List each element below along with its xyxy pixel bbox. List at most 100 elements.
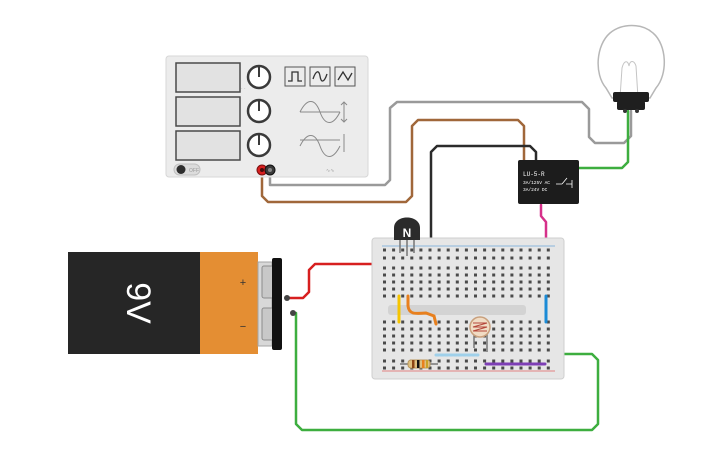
breadboard-hole[interactable] [510,287,514,291]
breadboard-hole[interactable] [510,341,514,345]
breadboard-hole[interactable] [428,248,432,252]
breadboard-hole[interactable] [492,273,496,277]
breadboard-hole[interactable] [446,266,450,270]
breadboard-hole[interactable] [383,248,386,252]
breadboard-hole[interactable] [501,280,505,284]
breadboard-hole[interactable] [464,280,468,284]
breadboard-hole[interactable] [446,248,450,252]
breadboard-hole[interactable] [528,327,532,331]
breadboard-hole[interactable] [455,280,459,284]
breadboard-hole[interactable] [464,359,468,363]
breadboard-hole[interactable] [392,359,396,363]
breadboard-hole[interactable] [401,294,405,298]
breadboard-hole[interactable] [483,294,487,298]
breadboard-hole[interactable] [501,327,505,331]
breadboard-hole[interactable] [510,273,514,277]
breadboard-hole[interactable] [428,273,432,277]
battery-9v[interactable]: + − 9V [68,252,296,354]
breadboard-hole[interactable] [546,348,550,352]
breadboard-hole[interactable] [419,248,423,252]
breadboard-hole[interactable] [492,294,496,298]
breadboard-hole[interactable] [537,348,541,352]
breadboard-hole[interactable] [383,256,386,260]
breadboard-hole[interactable] [410,341,414,345]
breadboard-hole[interactable] [474,341,477,345]
breadboard-hole[interactable] [392,273,396,277]
breadboard-hole[interactable] [455,273,459,277]
breadboard-hole[interactable] [519,327,523,331]
breadboard-hole[interactable] [383,334,386,338]
breadboard-hole[interactable] [528,320,532,324]
breadboard-hole[interactable] [510,359,514,363]
breadboard-hole[interactable] [437,366,441,370]
breadboard-hole[interactable] [419,294,423,298]
breadboard-hole[interactable] [428,266,432,270]
breadboard-hole[interactable] [537,294,541,298]
breadboard-hole[interactable] [519,320,523,324]
breadboard-hole[interactable] [419,280,423,284]
breadboard-hole[interactable] [510,256,514,260]
breadboard-hole[interactable] [401,287,405,291]
breadboard-hole[interactable] [510,266,514,270]
breadboard-hole[interactable] [546,341,550,345]
breadboard-hole[interactable] [392,366,396,370]
breadboard-hole[interactable] [519,366,523,370]
breadboard-hole[interactable] [537,327,541,331]
breadboard-hole[interactable] [446,294,450,298]
amplitude-knob[interactable] [246,98,272,124]
breadboard-hole[interactable] [519,341,523,345]
breadboard-hole[interactable] [446,366,450,370]
breadboard-hole[interactable] [383,287,386,291]
breadboard-hole[interactable] [455,256,459,260]
breadboard-hole[interactable] [383,366,386,370]
breadboard-hole[interactable] [392,266,396,270]
breadboard-hole[interactable] [510,366,514,370]
breadboard-hole[interactable] [501,320,505,324]
breadboard-hole[interactable] [437,273,441,277]
breadboard-hole[interactable] [510,348,514,352]
breadboard-hole[interactable] [474,348,477,352]
breadboard-hole[interactable] [446,273,450,277]
breadboard-hole[interactable] [474,256,477,260]
breadboard-hole[interactable] [455,366,459,370]
breadboard-hole[interactable] [446,334,450,338]
red-wire[interactable] [287,262,398,300]
frequency-knob[interactable] [246,64,272,90]
breadboard-hole[interactable] [483,287,487,291]
breadboard-hole[interactable] [483,266,487,270]
breadboard-hole[interactable] [483,348,487,352]
breadboard-hole[interactable] [383,266,386,270]
breadboard-hole[interactable] [428,287,432,291]
breadboard-hole[interactable] [519,273,523,277]
breadboard-hole[interactable] [464,320,468,324]
green-wire-battery[interactable] [294,311,600,432]
breadboard-hole[interactable] [483,273,487,277]
breadboard-hole[interactable] [537,366,541,370]
breadboard-hole[interactable] [464,341,468,345]
breadboard-hole[interactable] [492,359,496,363]
breadboard-hole[interactable] [455,294,459,298]
breadboard-hole[interactable] [546,266,550,270]
breadboard-hole[interactable] [483,256,487,260]
breadboard-hole[interactable] [519,294,523,298]
breadboard-hole[interactable] [464,256,468,260]
breadboard-hole[interactable] [419,320,423,324]
sine-wave-button[interactable] [334,66,356,87]
breadboard-hole[interactable] [492,256,496,260]
breadboard-hole[interactable] [455,341,459,345]
breadboard-hole[interactable] [519,334,523,338]
gray-wire[interactable] [268,100,633,187]
breadboard-hole[interactable] [392,294,396,298]
breadboard-hole[interactable] [437,334,441,338]
breadboard-hole[interactable] [501,256,505,260]
breadboard-hole[interactable] [410,248,414,252]
breadboard-hole[interactable] [446,280,450,284]
breadboard-hole[interactable] [528,256,532,260]
breadboard-hole[interactable] [474,248,477,252]
breadboard-hole[interactable] [437,294,441,298]
breadboard-hole[interactable] [464,266,468,270]
breadboard-hole[interactable] [437,280,441,284]
breadboard-hole[interactable] [537,320,541,324]
breadboard-hole[interactable] [528,273,532,277]
breadboard-hole[interactable] [483,359,487,363]
